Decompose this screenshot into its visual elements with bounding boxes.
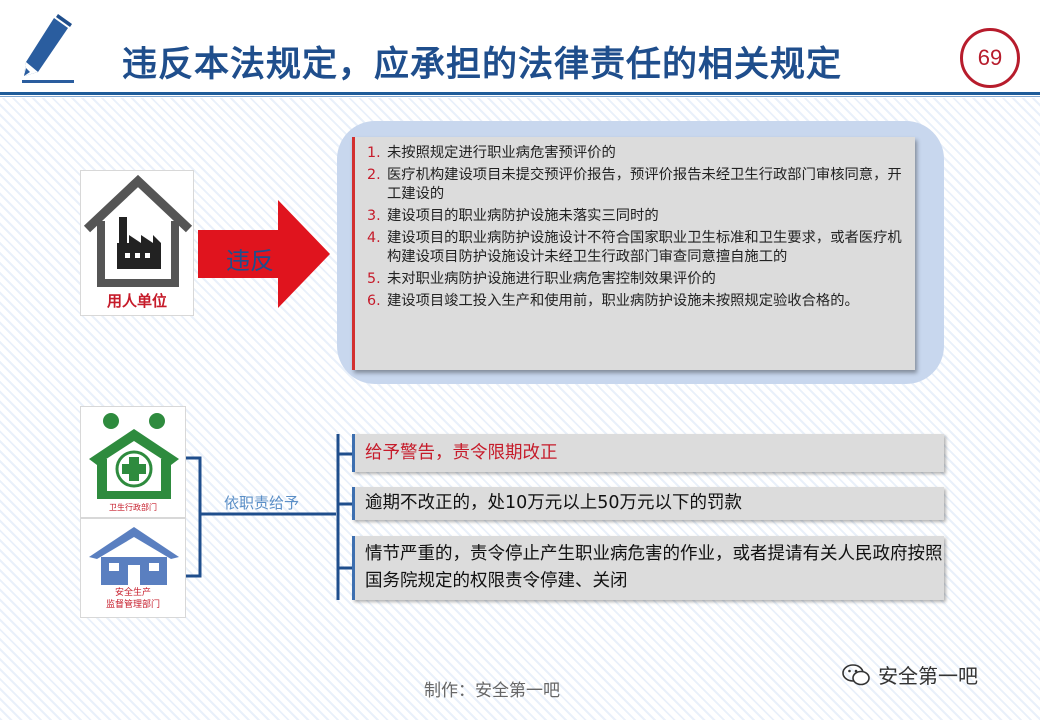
- item-text: 建设项目的职业病防护设施设计不符合国家职业卫生标准和卫生要求，或者医疗机构建设项…: [387, 230, 902, 265]
- health-cross-house-icon: [89, 413, 179, 499]
- list-item: 2. 医疗机构建设项目未提交预评价报告，预评价报告未经卫生行政部门审核同意，开工…: [367, 166, 907, 204]
- page-title: 违反本法规定，应承担的法律责任的相关规定: [122, 44, 843, 85]
- violations-list: 1. 未按照规定进行职业病危害预评价的 2. 医疗机构建设项目未提交预评价报告，…: [352, 137, 915, 370]
- page-number: 69: [977, 45, 1003, 70]
- wechat-icon: [842, 663, 870, 685]
- safety-label-line2: 监督管理部门: [105, 600, 160, 610]
- item-number: 2.: [367, 167, 381, 183]
- penalty-bracket: [336, 434, 352, 600]
- list-item: 3. 建设项目的职业病防护设施未落实三同时的: [367, 207, 907, 226]
- list-item: 4. 建设项目的职业病防护设施设计不符合国家职业卫生标准和卫生要求，或者医疗机构…: [367, 229, 907, 267]
- list-item: 6. 建设项目竣工投入生产和使用前，职业病防护设施未按照规定验收合格的。: [367, 292, 907, 311]
- health-department-label: 卫生行政部门: [109, 503, 157, 512]
- item-text: 建设项目竣工投入生产和使用前，职业病防护设施未按照规定验收合格的。: [387, 293, 859, 309]
- item-number: 3.: [367, 208, 381, 224]
- penalty-severe: 情节严重的，责令停止产生职业病危害的作业，或者提请有关人民政府按照国务院规定的权…: [352, 536, 944, 600]
- item-number: 4.: [367, 230, 381, 246]
- safety-department-label: 安全生产 监督管理部门: [81, 587, 185, 611]
- penalty-warning: 给予警告，责令限期改正: [352, 434, 944, 472]
- employer-label: 用人单位: [106, 292, 167, 310]
- list-item: 1. 未按照规定进行职业病危害预评价的: [367, 144, 907, 163]
- bracket-connector: [186, 456, 336, 578]
- header-divider-thin: [0, 96, 1040, 97]
- item-number: 5.: [367, 271, 381, 287]
- penalty-fine: 逾期不改正的，处10万元以上50万元以下的罚款: [352, 487, 944, 520]
- right-arrow-icon: [198, 200, 330, 308]
- watermark-text: 安全第一吧: [878, 664, 978, 688]
- item-number: 6.: [367, 293, 381, 309]
- house-icon: [89, 527, 179, 585]
- item-number: 1.: [367, 145, 381, 161]
- employer-card: 用人单位: [80, 170, 194, 316]
- item-text: 建设项目的职业病防护设施未落实三同时的: [387, 208, 659, 224]
- pen-icon: [22, 14, 74, 83]
- safety-label-line1: 安全生产: [114, 588, 151, 598]
- footer-maker: 制作：安全第一吧: [424, 681, 560, 701]
- page-number-badge: 69: [960, 28, 1020, 88]
- watermark: 安全第一吧: [842, 660, 978, 689]
- list-item: 5. 未对职业病防护设施进行职业病危害控制效果评价的: [367, 270, 907, 289]
- violation-arrow-label: 违反: [226, 247, 274, 275]
- item-text: 医疗机构建设项目未提交预评价报告，预评价报告未经卫生行政部门审核同意，开工建设的: [387, 167, 902, 202]
- bracket-label: 依职责给予: [224, 494, 300, 512]
- header-divider: [0, 92, 1040, 95]
- item-text: 未对职业病防护设施进行职业病危害控制效果评价的: [387, 271, 716, 287]
- safety-department-card: 安全生产 监督管理部门: [80, 518, 186, 618]
- health-department-card: 卫生行政部门: [80, 406, 186, 518]
- factory-house-icon: [83, 174, 193, 287]
- item-text: 未按照规定进行职业病危害预评价的: [387, 145, 616, 161]
